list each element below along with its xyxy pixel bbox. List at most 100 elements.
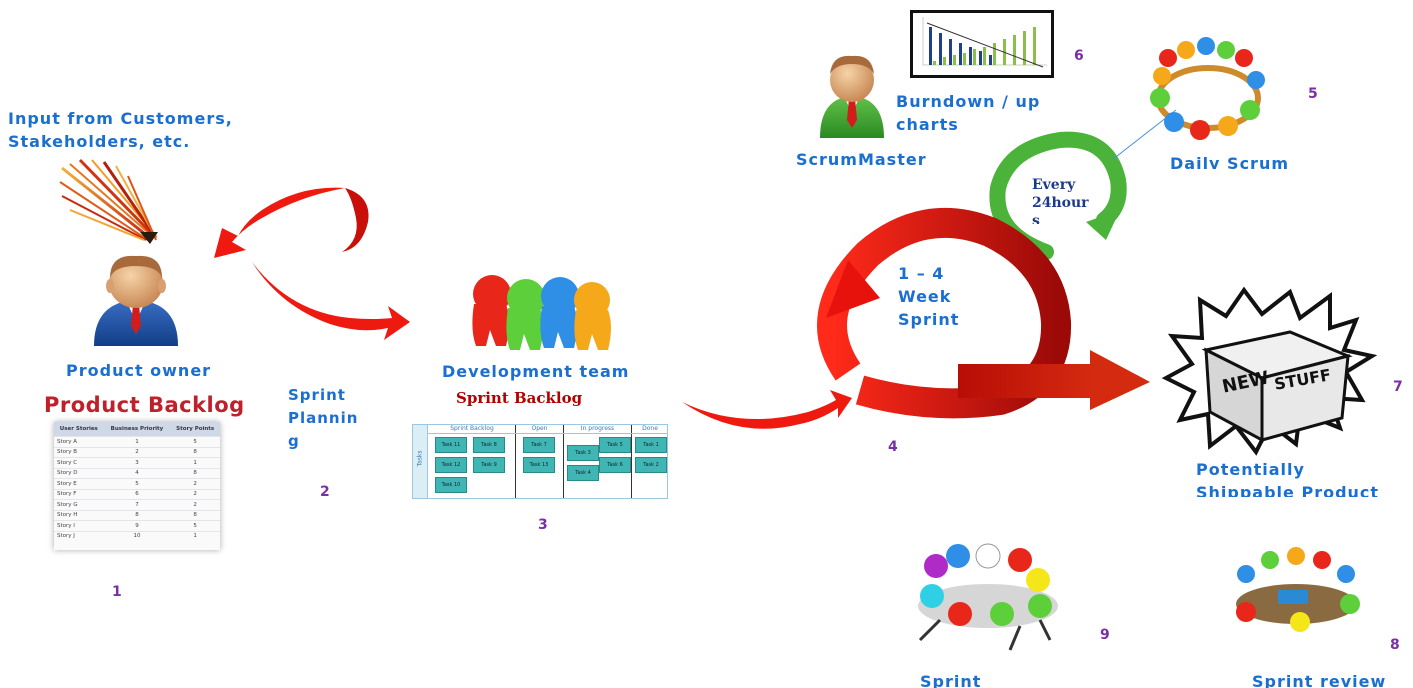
task-card: Task 11 (435, 437, 467, 453)
table-cell: 8 (170, 467, 220, 479)
table-cell: 1 (170, 457, 220, 468)
step-number-3: 3 (538, 517, 548, 533)
task-board-divider (563, 425, 564, 498)
task-card: Task 13 (523, 457, 555, 473)
table-cell: Story B (54, 446, 104, 458)
task-board-divider (515, 425, 516, 498)
burndown-label-line1: Burndown / up (896, 92, 1041, 111)
table-cell: 10 (103, 530, 171, 541)
step-number-1: 1 (112, 584, 122, 600)
scrum-master-person-icon (820, 55, 884, 138)
table-cell: Story G (54, 499, 104, 510)
product-owner-label: Product owner (66, 361, 212, 380)
task-card: Task 8 (473, 437, 505, 453)
sprint-review-group-icon (1236, 547, 1360, 632)
step-number-7: 7 (1393, 379, 1403, 395)
table-header: Story Points (170, 422, 220, 437)
task-card: Task 2 (635, 457, 667, 473)
sprint-retrospective-label: Sprint (920, 672, 982, 688)
product-backlog-table-wrap: User Stories Business Priority Story Poi… (54, 422, 220, 550)
table-cell: 1 (103, 436, 171, 447)
potentially-shippable-line1: Potentially (1196, 460, 1305, 479)
task-card: Task 6 (599, 457, 631, 473)
sprint-retrospective-group-icon (918, 543, 1058, 651)
every-24-hours-line2: 24hour (1032, 195, 1089, 211)
to-sprint-arrow-icon (682, 390, 852, 429)
input-label-line2: Stakeholders, etc. (8, 132, 191, 151)
input-rays-icon (59, 158, 158, 244)
task-card: Task 3 (567, 445, 599, 461)
table-cell: Story D (54, 467, 104, 479)
potentially-shippable-line2: Shippable Product (1196, 483, 1380, 497)
every-24-hours-line1: Every (1032, 177, 1076, 193)
table-cell: Story I (54, 520, 104, 531)
sprint-length-line1: 1 – 4 (898, 264, 945, 283)
task-card: Task 10 (435, 477, 467, 493)
table-cell: 5 (170, 436, 220, 447)
table-cell: 5 (170, 520, 220, 531)
product-backlog-table: User Stories Business Priority Story Poi… (54, 422, 220, 541)
table-header: User Stories (54, 422, 104, 437)
sprint-planning-label-line2: Plannin (288, 409, 359, 427)
burndown-label-line2: charts (896, 115, 959, 134)
table-cell: 5 (103, 478, 171, 489)
column-header: Open (531, 425, 548, 432)
task-card: Task 5 (599, 437, 631, 453)
daily-cycle-arrow-icon (989, 109, 1177, 260)
column-header: Sprint Backlog (450, 425, 494, 432)
column-header: In progress (580, 425, 615, 432)
table-cell: 3 (103, 457, 171, 468)
step-number-4: 4 (888, 439, 898, 455)
table-cell: 6 (103, 488, 171, 500)
table-cell: 7 (103, 499, 171, 510)
step-number-9: 9 (1100, 627, 1110, 643)
table-cell: Story C (54, 457, 104, 468)
task-board-side (413, 425, 428, 498)
sprint-cycle-arrow-icon (817, 207, 1072, 419)
step-number-5: 5 (1308, 86, 1318, 102)
sprint-task-board: Tasks Sprint Backlog Open In progress Do… (412, 424, 668, 499)
sprint-length-line3: Sprint (898, 310, 960, 329)
sprint-backlog-label: Sprint Backlog (456, 389, 583, 407)
table-cell: 2 (170, 488, 220, 500)
product-backlog-title: Product Backlog (44, 393, 245, 417)
product-owner-person-icon (94, 255, 178, 346)
table-cell: 8 (103, 509, 171, 521)
input-label-line1: Input from Customers, (8, 109, 233, 128)
sprint-length-line2: Week (898, 287, 952, 306)
task-card: Task 12 (435, 457, 467, 473)
burndown-chart-icon (922, 17, 1047, 68)
task-board-divider (631, 425, 632, 498)
table-cell: 9 (103, 520, 171, 531)
step-number-8: 8 (1390, 637, 1400, 653)
table-cell: 2 (170, 499, 220, 510)
burndown-chart-thumbnail (910, 10, 1054, 78)
daily-scrum-group-icon (1150, 37, 1265, 140)
sprint-review-label: Sprint review (1252, 672, 1387, 688)
table-cell: Story J (54, 530, 104, 541)
table-cell: Story A (54, 436, 104, 447)
table-cell: Story E (54, 478, 104, 489)
task-card: Task 4 (567, 465, 599, 481)
daily-scrum-label: Daily Scrum (1170, 154, 1290, 169)
sprint-planning-label-line3: g (288, 432, 300, 450)
column-header: Done (642, 425, 658, 432)
task-card: Task 9 (473, 457, 505, 473)
table-cell: 8 (170, 446, 220, 458)
sprint-planning-label-line1: Sprint (288, 386, 346, 404)
task-card: Task 7 (523, 437, 555, 453)
table-cell: 8 (170, 509, 220, 521)
development-team-people-icon (472, 275, 611, 350)
step-number-6: 6 (1074, 48, 1084, 64)
table-cell: Story F (54, 488, 104, 500)
task-board-side-label: Tasks (416, 450, 424, 467)
